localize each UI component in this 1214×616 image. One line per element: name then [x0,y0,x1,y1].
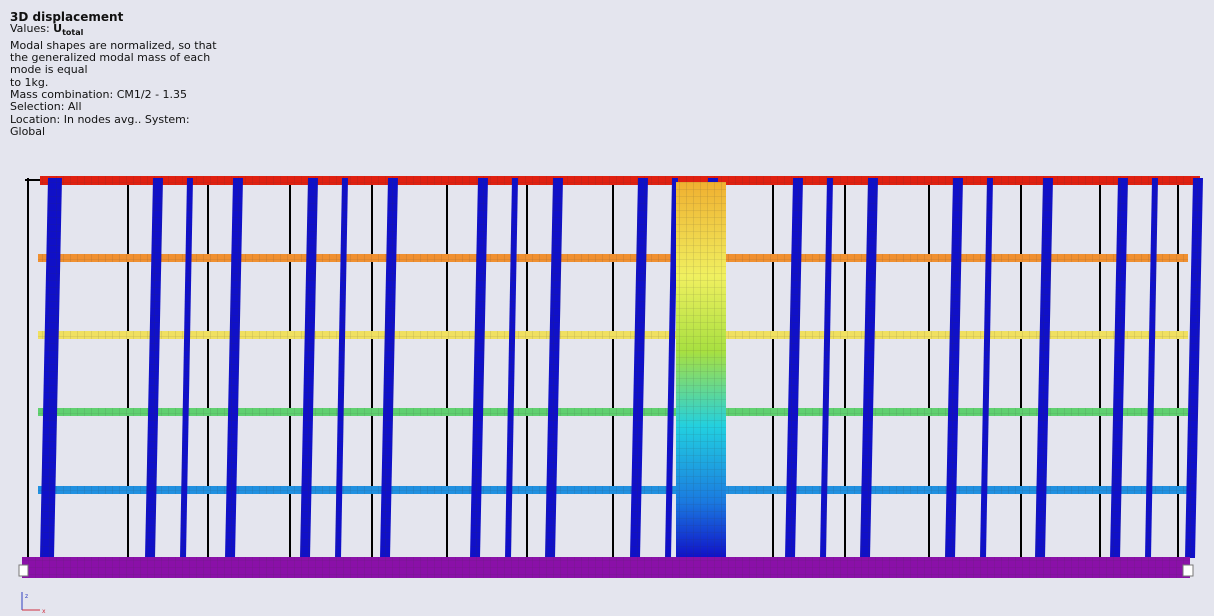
floor-beam-mesh [38,331,1188,339]
info-line: Selection: All [10,100,82,114]
floor-beam-mesh [38,486,1188,494]
deformed-column-mesh [630,178,648,558]
deformed-mesh [38,176,1203,558]
deformed-column-mesh [380,178,398,558]
base-slab-mesh [22,557,1190,578]
floor-beam-mesh [38,408,1188,416]
deformed-column-mesh [545,178,563,558]
deformed-column-mesh [1110,178,1128,558]
info-line: to 1kg. [10,75,49,89]
floor-beam-mesh [38,254,1188,262]
deformed-column-mesh [665,178,678,558]
values-label: Values: [10,22,54,36]
deformed-column-mesh [945,178,963,558]
support-node-left [18,564,29,577]
deformed-column-mesh [180,178,193,558]
deformed-column-mesh [145,178,163,558]
info-line: Modal shapes are normalized, so that [10,38,217,52]
info-line: Mass combination: CM1/2 - 1.35 [10,87,188,101]
z-axis-label: z [25,593,28,600]
axes-triad-icon: z x [21,592,46,615]
x-axis-label: x [42,608,46,615]
result-title: 3D displacement [10,10,124,24]
support-node-right [1182,564,1194,577]
top-beam-mesh [40,176,1200,185]
info-line: Location: In nodes avg.. System: [10,112,190,126]
values-subscript: total [62,28,84,38]
undeformed-frame [25,178,1190,560]
deformed-column-mesh [980,178,993,558]
deformed-column-mesh [40,178,62,558]
deformed-column-mesh [1145,178,1158,558]
deformed-column-mesh [860,178,878,558]
deformed-column-mesh [300,178,318,558]
values-line: Values: Utotal [10,23,230,39]
deformed-column-mesh [1185,178,1203,558]
info-line: mode is equal [10,63,88,77]
deformed-column-mesh [470,178,488,558]
deformed-column-mesh [335,178,348,558]
deformed-column-mesh [820,178,833,558]
info-line: Global [10,124,46,138]
deformed-column-mesh [225,178,243,558]
base-slab [18,557,1194,578]
deformed-column-mesh [785,178,803,558]
deformed-column-mesh [505,178,518,558]
deformed-column-mesh [1035,178,1053,558]
core-wall-mesh [676,182,726,558]
result-info-panel: 3D displacement Values: Utotal Modal sha… [10,11,230,138]
values-symbol: U [53,22,63,36]
info-line: the generalized modal mass of each [10,51,211,65]
